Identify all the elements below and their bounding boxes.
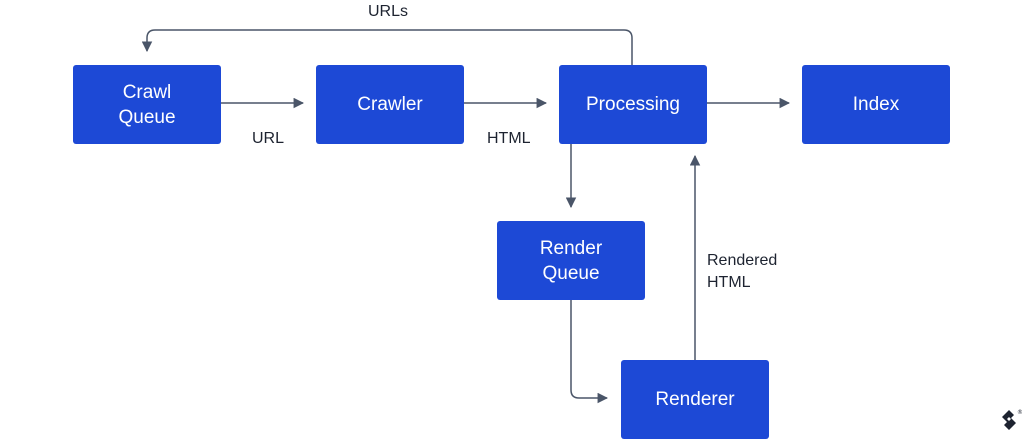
- processing-node: Processing: [559, 65, 707, 144]
- renderer-node: Renderer: [621, 360, 769, 439]
- label-rendered-html: Rendered HTML: [707, 252, 778, 291]
- label-html: HTML: [487, 130, 531, 147]
- edge-render-queue-to-renderer: [570, 300, 609, 404]
- crawl-queue-node: Crawl Queue: [73, 65, 221, 144]
- registered-mark: ®: [1017, 409, 1022, 416]
- label-url: URL: [252, 130, 285, 147]
- edge-processing-to-crawl-queue: [141, 29, 633, 65]
- crawler-node: Crawler: [316, 65, 464, 144]
- render-queue-node: Render Queue: [497, 221, 645, 300]
- index-node: Index: [802, 65, 950, 144]
- label-urls: URLs: [368, 3, 409, 20]
- toptal-logo-icon: ®: [1002, 409, 1022, 430]
